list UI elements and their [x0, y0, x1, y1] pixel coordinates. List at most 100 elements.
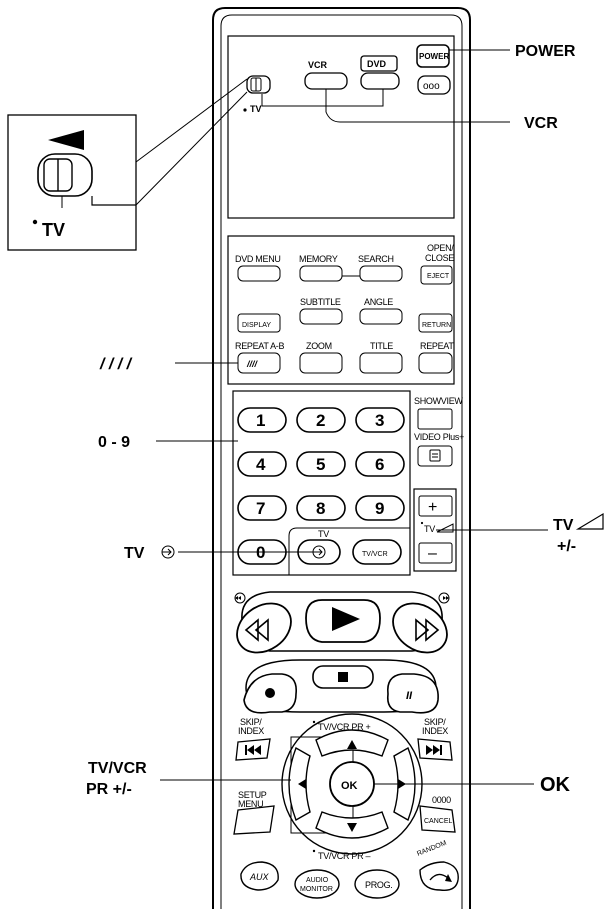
numpad-panel — [232, 390, 411, 576]
digits-callout: 0 - 9 — [98, 434, 130, 451]
memory-button[interactable] — [299, 265, 343, 282]
ok-label: OK — [341, 780, 358, 792]
subtitle-label: SUBTITLE — [300, 297, 341, 307]
pause-button[interactable] — [386, 673, 439, 714]
tv-volume-callout: TV — [553, 517, 574, 534]
pr-minus-dot — [312, 849, 316, 853]
search-button[interactable] — [359, 265, 403, 282]
repeat-ab-button[interactable] — [237, 352, 281, 374]
pr-plus-dot — [312, 720, 316, 724]
fast-forward-button[interactable] — [384, 593, 457, 662]
random-label: RANDOM — [416, 840, 448, 858]
digit-2: 2 — [316, 411, 325, 430]
remote-body — [212, 7, 471, 909]
repeat-ab-glyph: //// — [246, 359, 259, 369]
transport-section — [228, 591, 457, 662]
vcr-label: VCR — [308, 60, 328, 70]
repeat-label: REPEAT — [420, 341, 454, 351]
rewind-button[interactable] — [228, 593, 301, 662]
digit-7: 7 — [256, 499, 265, 518]
vol-tv-dot — [420, 521, 424, 525]
title-button[interactable] — [359, 352, 403, 374]
vol-minus-button[interactable] — [418, 542, 453, 564]
skip-index-right-1: SKIP/ — [424, 717, 446, 727]
random-button[interactable] — [419, 861, 459, 891]
videoplus-icon — [429, 449, 441, 462]
angle-label: ANGLE — [364, 297, 393, 307]
pause-label: II — [406, 690, 413, 702]
tv-input-bracket — [288, 527, 410, 575]
showview-button[interactable] — [417, 408, 453, 430]
prog-label: PROG. — [365, 880, 393, 890]
setup-label-2: MENU — [238, 799, 263, 809]
setup-menu-button[interactable] — [233, 805, 275, 835]
digit-7-button[interactable] — [237, 495, 287, 521]
top-bracket-lines — [261, 89, 384, 107]
dvd-label-box — [360, 55, 398, 72]
digit-5-button[interactable] — [296, 451, 346, 477]
top-panel — [227, 35, 455, 219]
tv-volume-sign-callout: +/- — [557, 538, 576, 555]
ok-callout: OK — [540, 774, 571, 796]
dvd-panel — [227, 235, 455, 385]
cancel-label: CANCEL — [424, 818, 453, 825]
eject-button[interactable] — [420, 265, 453, 285]
return-label: RETURN — [422, 322, 451, 329]
display-button[interactable] — [237, 313, 281, 333]
audio-monitor-button[interactable] — [294, 869, 340, 899]
open-close-label-2: CLOSE — [425, 253, 454, 263]
eject-label: EJECT — [427, 273, 450, 280]
digit-8-button[interactable] — [296, 495, 346, 521]
pr-plus-label: TV/VCR PR + — [318, 722, 371, 732]
digit-4-button[interactable] — [237, 451, 287, 477]
setup-label-1: SETUP — [238, 790, 267, 800]
subtitle-button[interactable] — [299, 308, 343, 325]
dvd-button[interactable] — [360, 72, 400, 90]
dvd-menu-button[interactable] — [237, 265, 281, 282]
vcr-button[interactable] — [304, 72, 348, 90]
vol-tv-label: TV — [424, 524, 435, 534]
digit-9-button[interactable] — [355, 495, 405, 521]
power-callout: POWER — [515, 43, 576, 60]
repeat-button[interactable] — [418, 352, 453, 374]
videoplus-button[interactable] — [417, 445, 453, 467]
callout-lines-top — [325, 49, 510, 123]
tv-dot — [243, 108, 247, 112]
angle-button[interactable] — [359, 308, 403, 325]
tvvcr-button[interactable] — [352, 539, 402, 565]
zoom-button[interactable] — [299, 352, 343, 374]
dvd-label: DVD — [367, 59, 387, 69]
aux-button[interactable] — [240, 861, 279, 891]
cancel-button[interactable] — [419, 805, 456, 833]
volume-wedge-icon — [436, 523, 454, 533]
prog-button[interactable] — [354, 869, 400, 899]
return-button[interactable] — [418, 313, 453, 333]
skip-index-right-2: INDEX — [422, 726, 448, 736]
random-icon — [429, 873, 449, 881]
digit-3-button[interactable] — [355, 407, 405, 433]
vol-plus-button[interactable] — [418, 495, 453, 517]
vcr-callout: VCR — [524, 115, 558, 132]
pr-minus-label: TV/VCR PR – — [318, 851, 371, 861]
title-label: TITLE — [370, 341, 393, 351]
aux-label: AUX — [249, 872, 270, 882]
digit-6-button[interactable] — [355, 451, 405, 477]
memory-label: MEMORY — [299, 254, 338, 264]
zero4-label: 0000 — [432, 795, 451, 805]
digit-2-button[interactable] — [296, 407, 346, 433]
digit-1-button[interactable] — [237, 407, 287, 433]
ooo-button[interactable] — [417, 75, 451, 95]
power-button[interactable] — [416, 44, 450, 68]
callout-volume-wedge — [575, 512, 604, 530]
rec-stop-pause: II — [243, 659, 439, 714]
inset-tv-label: TV — [42, 220, 65, 240]
ooo-label: ooo — [423, 81, 440, 92]
digit-8: 8 — [316, 499, 325, 518]
tv-slide-switch[interactable] — [246, 75, 271, 94]
dvd-menu-label: DVD MENU — [235, 254, 281, 264]
skip-forward-icon — [426, 745, 442, 755]
skip-back-icon — [245, 745, 261, 755]
switch-tv-label: TV — [250, 104, 262, 114]
digit-5: 5 — [316, 455, 325, 474]
